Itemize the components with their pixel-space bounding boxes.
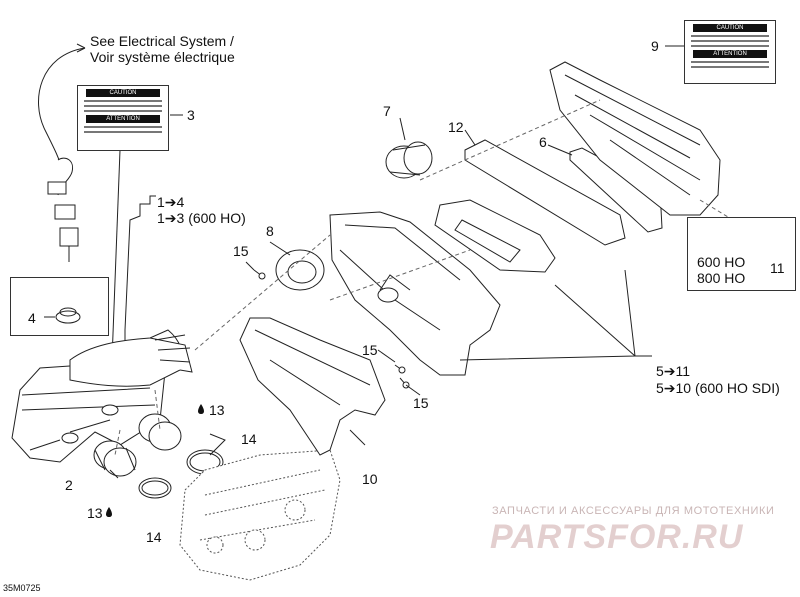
callout-6: 6 (539, 134, 547, 150)
electrical-note-fr: Voir système électrique (90, 49, 235, 65)
variant-box (687, 217, 796, 291)
ratio-note-a1: 1➔4 (157, 194, 185, 210)
callout-13a: 13 (209, 402, 225, 418)
callout-13b: 13 (87, 505, 103, 521)
ratio-note-b1: 5➔11 (656, 363, 691, 379)
top-cover-9 (549, 61, 721, 216)
callout-14-leader-a (209, 433, 226, 456)
attention-heading: ATTENTION (693, 50, 767, 58)
airbox-housing (11, 361, 166, 463)
callout-15b-leader (377, 349, 396, 363)
callout-14b: 14 (146, 529, 162, 545)
ring-8 (275, 249, 325, 291)
callout-12: 12 (448, 119, 464, 135)
attention-heading: ATTENTION (86, 115, 160, 123)
callout-15a: 15 (233, 243, 249, 259)
coupler-13 (138, 413, 182, 451)
coupler-2 (93, 440, 137, 477)
callout-11: 11 (770, 260, 785, 276)
drop-icon (106, 507, 112, 517)
watermark-logo: PARTSFOR.RU (490, 518, 744, 556)
caution-heading: CAUTION (693, 24, 767, 32)
callout-9: 9 (651, 38, 659, 54)
foam-6 (569, 147, 663, 233)
plug-7 (385, 141, 433, 179)
grommet-inset-box (10, 277, 109, 336)
callout-15b: 15 (362, 342, 378, 358)
callout-8-leader (269, 241, 291, 256)
electrical-note-en: See Electrical System / (90, 33, 234, 49)
callout-2: 2 (65, 477, 73, 493)
caution-label-9: CAUTION ATTENTION (684, 20, 776, 84)
watermark-subtitle: ЗАПЧАСТИ И АКСЕССУАРЫ ДЛЯ МОТОТЕХНИКИ (492, 505, 775, 517)
variant-600: 600 HO (697, 254, 746, 270)
intake-duct (69, 329, 193, 387)
caution-heading: CAUTION (86, 89, 160, 97)
callout-15a-leader (245, 261, 255, 271)
screw-15b (394, 364, 406, 374)
callout-3: 3 (187, 107, 195, 123)
reference-code: 35M0725 (3, 583, 41, 593)
ratio-b-leaders (459, 269, 652, 361)
callout-7: 7 (383, 103, 391, 119)
ratio-note-a2: 1➔3 (600 HO) (157, 210, 246, 226)
grommet-4 (55, 310, 81, 324)
screw-15a (253, 269, 266, 280)
label-3-leader (111, 149, 121, 361)
callout-10: 10 (362, 471, 378, 487)
variant-800: 800 HO (697, 270, 746, 286)
filter-tray-12 (434, 199, 556, 273)
ratio-leader-line (124, 195, 156, 350)
callout-12-leader (464, 129, 476, 146)
clamp-14b (138, 477, 172, 499)
ratio-note-b2: 5➔10 (600 HO SDI) (656, 380, 780, 396)
callout-7-leader (399, 117, 406, 141)
callout-10-leader (349, 429, 366, 446)
drop-icon (198, 404, 204, 414)
electrical-arrow-head (76, 43, 86, 53)
callout-8: 8 (266, 223, 274, 239)
wiring-harness (47, 157, 79, 262)
callout-4: 4 (28, 310, 36, 326)
callout-6-leader (547, 144, 573, 156)
callout-15c-leader (405, 384, 421, 396)
callout-2-leader (109, 469, 119, 479)
lower-cover-10 (239, 317, 386, 456)
callout-15c: 15 (413, 395, 429, 411)
caution-label-3: CAUTION ATTENTION (77, 85, 169, 151)
engine-block (179, 449, 341, 581)
electrical-pointer-line (38, 47, 86, 171)
callout-14a: 14 (241, 431, 257, 447)
